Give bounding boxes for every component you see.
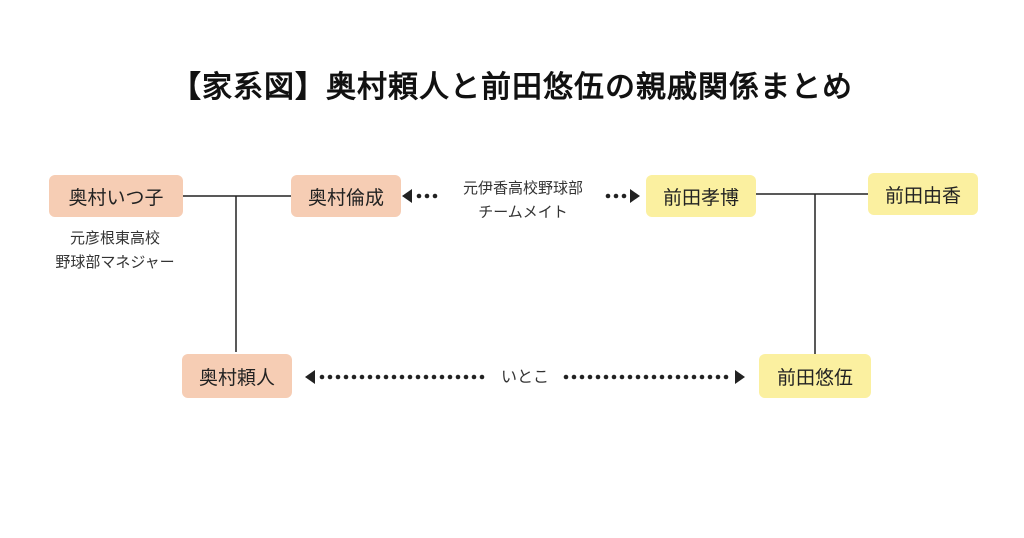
dot bbox=[367, 374, 373, 380]
node-okumura-itsuko: 奥村いつ子 bbox=[49, 175, 183, 217]
cousin-arrow bbox=[305, 370, 745, 384]
dot bbox=[627, 374, 633, 380]
dot bbox=[715, 374, 721, 380]
page-title: 【家系図】奥村頼人と前田悠伍の親戚関係まとめ bbox=[171, 70, 853, 105]
dot bbox=[579, 374, 585, 380]
dot bbox=[659, 374, 665, 380]
dot bbox=[431, 374, 437, 380]
dot bbox=[635, 374, 641, 380]
dot bbox=[335, 374, 341, 380]
dot bbox=[455, 374, 461, 380]
node-maeda-takahiro: 前田孝博 bbox=[646, 175, 756, 217]
dot bbox=[691, 374, 697, 380]
teammate-arrow bbox=[402, 189, 640, 203]
dot bbox=[463, 374, 469, 380]
dot bbox=[447, 374, 453, 380]
dot bbox=[707, 374, 713, 380]
dot bbox=[563, 374, 569, 380]
dot bbox=[723, 374, 729, 380]
dot bbox=[651, 374, 657, 380]
dot bbox=[359, 374, 365, 380]
dot bbox=[603, 374, 609, 380]
dot bbox=[675, 374, 681, 380]
dot bbox=[319, 374, 325, 380]
dot bbox=[595, 374, 601, 380]
dot bbox=[407, 374, 413, 380]
dot bbox=[667, 374, 673, 380]
cousin-label: いとこ bbox=[500, 367, 549, 386]
dot bbox=[343, 374, 349, 380]
dot bbox=[391, 374, 397, 380]
dot bbox=[415, 374, 421, 380]
dot bbox=[423, 374, 429, 380]
dot bbox=[383, 374, 389, 380]
dot bbox=[439, 374, 445, 380]
node-okumura-raito: 奥村頼人 bbox=[182, 354, 292, 398]
itsuko-note: 元彦根東高校 野球部マネジャー bbox=[30, 226, 200, 274]
dot bbox=[375, 374, 381, 380]
dot bbox=[571, 374, 577, 380]
dot bbox=[479, 374, 485, 380]
teammate-note: 元伊香高校野球部 チームメイト bbox=[440, 176, 606, 224]
dot bbox=[619, 374, 625, 380]
dot bbox=[327, 374, 333, 380]
node-okumura-rinsei: 奥村倫成 bbox=[291, 175, 401, 217]
dot bbox=[683, 374, 689, 380]
node-maeda-yuka: 前田由香 bbox=[868, 173, 978, 215]
dot bbox=[399, 374, 405, 380]
teammate-note-line1: 元伊香高校野球部 bbox=[462, 179, 583, 197]
itsuko-note-line2: 野球部マネジャー bbox=[55, 253, 175, 271]
dot bbox=[643, 374, 649, 380]
dot bbox=[699, 374, 705, 380]
itsuko-note-line1: 元彦根東高校 bbox=[69, 229, 160, 247]
teammate-note-line2: チームメイト bbox=[478, 203, 568, 221]
dot bbox=[611, 374, 617, 380]
dot bbox=[351, 374, 357, 380]
dot bbox=[587, 374, 593, 380]
node-maeda-yugo: 前田悠伍 bbox=[759, 354, 871, 398]
dot bbox=[471, 374, 477, 380]
